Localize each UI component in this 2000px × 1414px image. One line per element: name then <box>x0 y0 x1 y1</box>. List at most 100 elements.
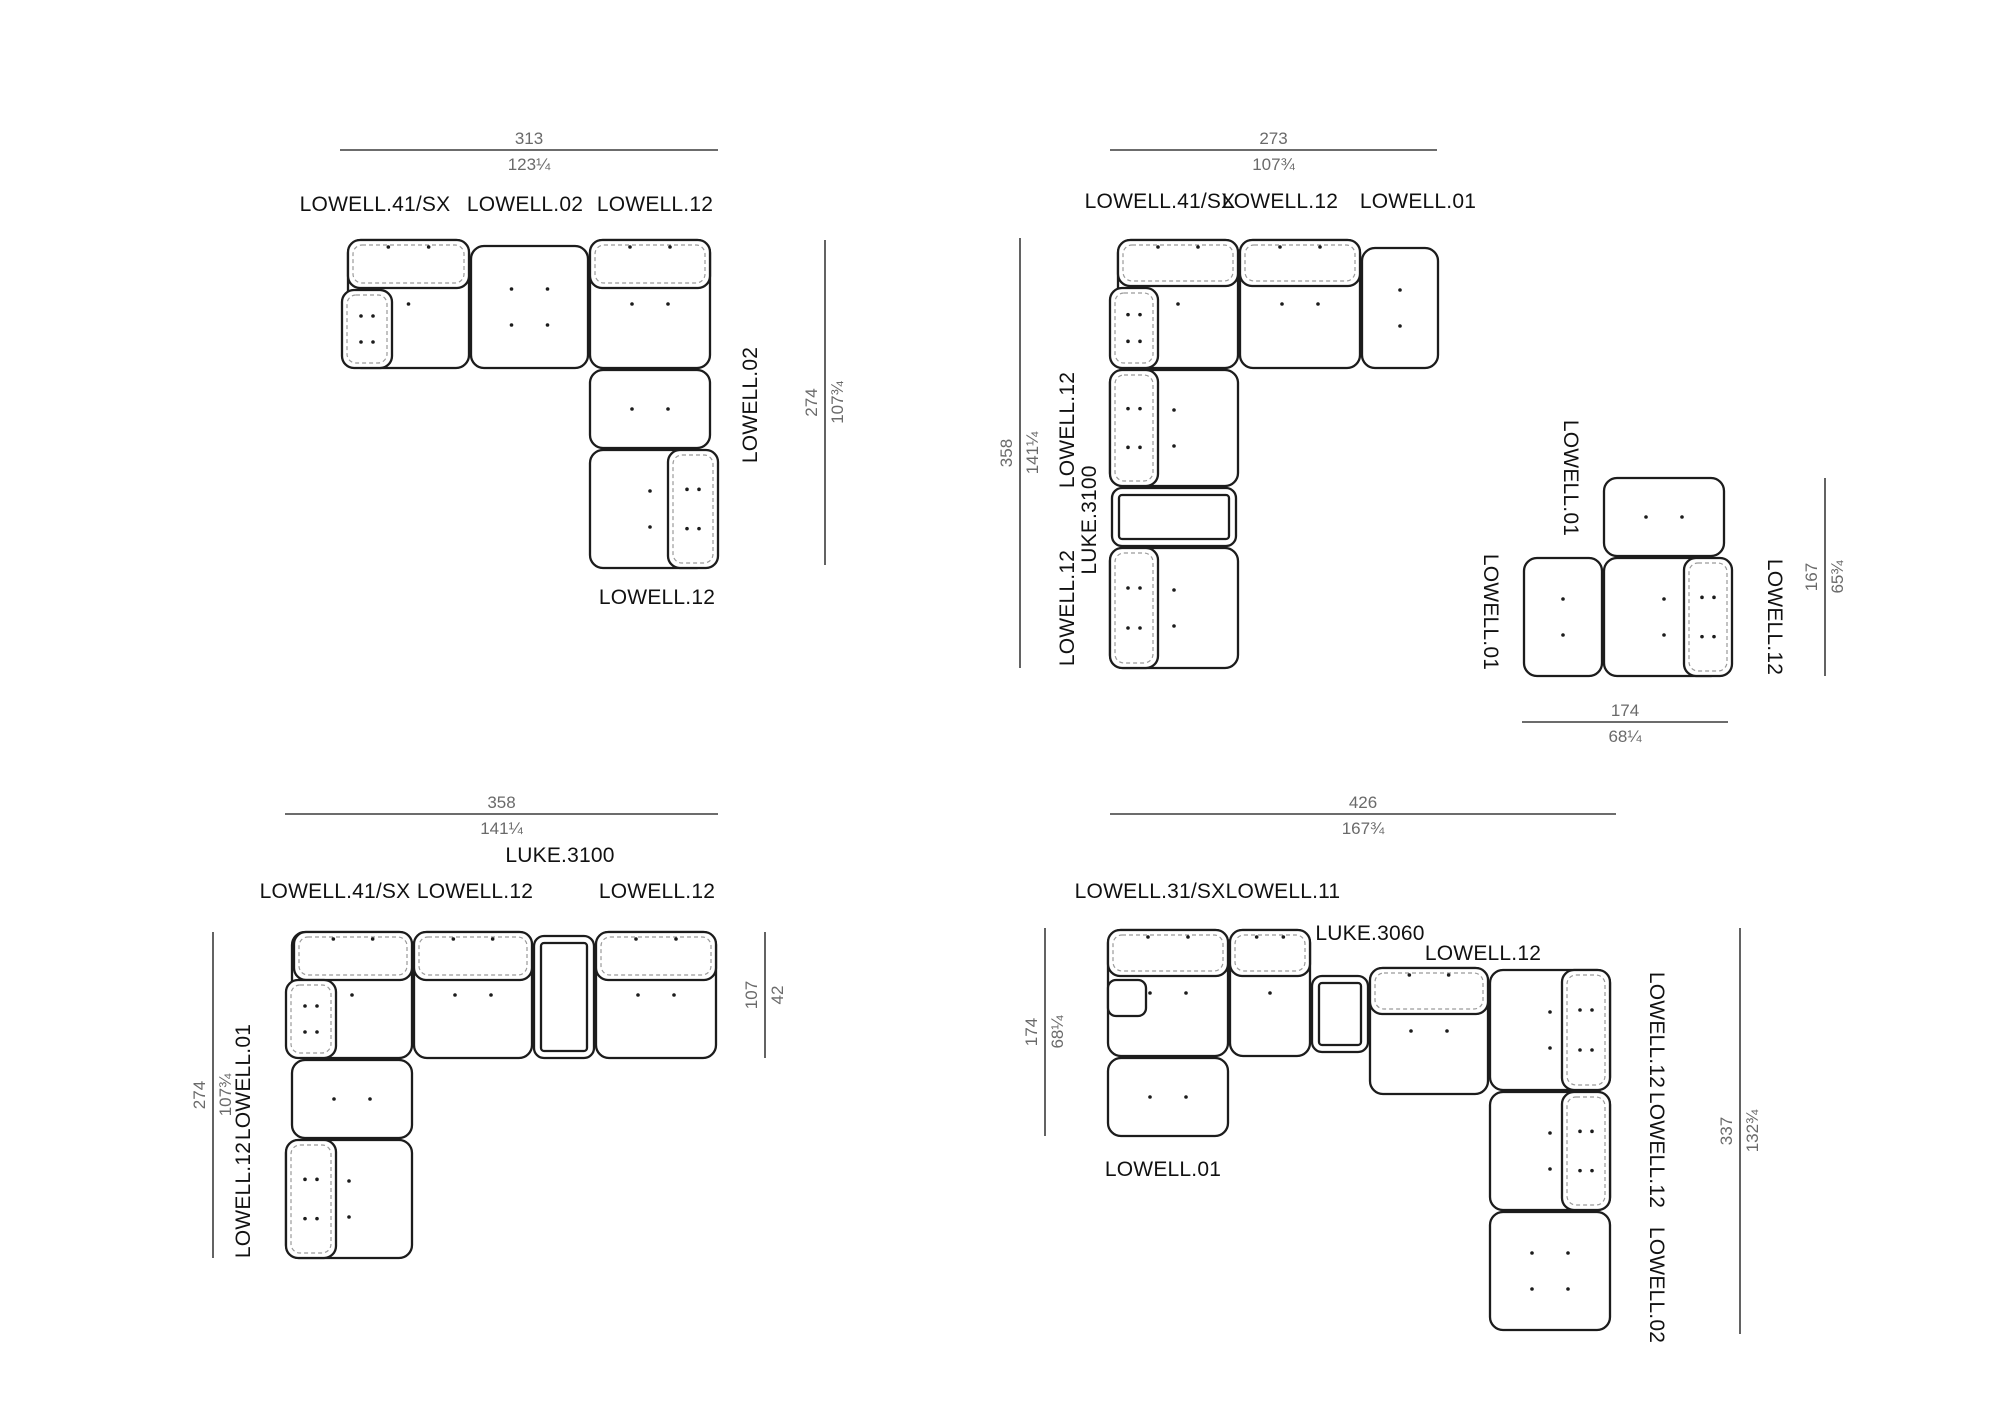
c5-lowell-31sx-button <box>1148 991 1152 995</box>
c2-back-12-top <box>1238 238 1362 288</box>
c1-back-12-bottom-button <box>697 487 701 492</box>
c4-lowell-12-b-button <box>672 993 676 997</box>
c5-label-lowell-02: LOWELL.02 <box>1645 1227 1668 1343</box>
c1-height-dim-cm: 274 <box>802 388 821 416</box>
c4-luke-3100-top <box>539 941 589 1053</box>
c4-arm-41sx-button <box>303 1030 307 1034</box>
c2-lowell-01-button <box>1398 288 1402 292</box>
c2-arm-41sx <box>1108 286 1160 370</box>
c5-back-12-a <box>1368 966 1490 1016</box>
c2-back-12-low-stitch <box>1114 552 1154 664</box>
c5-lowell-12-c-button <box>1548 1131 1552 1135</box>
c2-lowell-12-top-button <box>1280 302 1284 306</box>
c4-lowell-12-a-button <box>489 993 493 997</box>
c5-back-12-c <box>1560 1090 1612 1212</box>
c1-height-dim-in: 107¾ <box>828 380 847 423</box>
c5-back-31sx <box>1106 928 1230 978</box>
c4-width-dim-in: 141¼ <box>480 819 523 838</box>
c2-label-lowell-12-low: LOWELL.12 <box>1056 550 1079 666</box>
c5-back-31sx-stitch <box>1112 934 1224 972</box>
c4-back-41sx <box>292 930 414 982</box>
c4-back-12-c-button <box>303 1177 307 1182</box>
c1-lowell-02-top-button <box>545 323 550 327</box>
c4-back-12-c-button <box>315 1177 319 1182</box>
c3-back-12-button <box>1700 595 1704 600</box>
c2-back-12-top-stitch <box>1244 244 1356 282</box>
c1-lowell-02-top <box>469 244 590 370</box>
c5-height-left-dim-cm: 174 <box>1022 1018 1041 1046</box>
c3-label-lowell-01-left: LOWELL.01 <box>1479 554 1502 670</box>
c3-width-dim-in: 68¼ <box>1608 727 1642 746</box>
c1-back-41sx <box>346 238 471 290</box>
c3-lowell-01-top-button <box>1680 515 1684 519</box>
c5-lowell-11-button <box>1268 991 1272 995</box>
c1-lowell-12-bottom-button <box>648 525 652 529</box>
c3-back-12-button <box>1700 634 1704 639</box>
c1-back-12-top <box>588 238 712 290</box>
c4-back-12-b-button <box>674 937 678 941</box>
c3-lowell-01-top-button <box>1644 515 1648 519</box>
c5-height-right-dim-cm: 337 <box>1717 1117 1736 1145</box>
c1-label-lowell-02-right: LOWELL.02 <box>739 347 762 463</box>
c5-width-dim-in: 167¾ <box>1342 819 1385 838</box>
c2-lowell-12-low-button <box>1172 624 1176 628</box>
c4-label-lowell-12-c: LOWELL.12 <box>232 1142 255 1258</box>
c5-label-lowell-11: LOWELL.11 <box>1226 880 1341 903</box>
c2-back-12-low <box>1108 546 1160 670</box>
c4-back-12-b <box>594 930 718 982</box>
c4-back-12-c-button <box>315 1216 319 1221</box>
c5-label-lowell-31sx: LOWELL.31/SX <box>1075 880 1226 903</box>
c5-lowell-01-button <box>1184 1095 1188 1099</box>
c1-width-dim-cm: 313 <box>515 129 543 148</box>
c4-label-lowell-01: LOWELL.01 <box>232 1024 255 1140</box>
c1-lowell-41sx-button <box>406 302 411 306</box>
c4-depth-dim-cm: 107 <box>742 981 761 1009</box>
c5-label-lowell-12-a: LOWELL.12 <box>1425 942 1541 965</box>
c3-width-dim-cm: 174 <box>1611 701 1639 720</box>
c3-lowell-12-button <box>1662 633 1666 637</box>
c4-label-lowell-12-a: LOWELL.12 <box>417 880 533 903</box>
c1-arm-41sx-button <box>371 314 375 318</box>
c5-back-12-c-button <box>1578 1129 1582 1134</box>
c3-back-12 <box>1682 556 1734 678</box>
c1-back-12-bottom <box>666 448 720 570</box>
c5-back-12-b-button <box>1578 1048 1582 1052</box>
c1-back-12-top-stitch <box>594 244 706 284</box>
c2-lowell-12-mid-button <box>1172 444 1176 448</box>
c4-lowell-01-button <box>332 1097 336 1101</box>
c1-width-dim-in: 123¼ <box>508 155 551 174</box>
c1-back-41sx-button <box>426 245 431 249</box>
c2-back-12-top-button <box>1278 245 1282 249</box>
c2-back-12-mid-stitch <box>1114 374 1154 482</box>
c4-back-12-b-stitch <box>600 936 712 976</box>
c2-lowell-12-top-button <box>1316 302 1320 306</box>
c3-label-lowell-12: LOWELL.12 <box>1763 559 1786 675</box>
c5-lowell-02-button <box>1566 1287 1570 1291</box>
c5-lowell-02-button <box>1530 1251 1534 1255</box>
c2-label-lowell-12: LOWELL.12 <box>1222 190 1338 213</box>
c5-lowell-12-a-button <box>1409 1029 1413 1033</box>
c3-back-12-button <box>1712 634 1716 639</box>
c5-back-12-b-button <box>1590 1008 1594 1012</box>
c1-arm-41sx <box>340 288 394 370</box>
c2-lowell-01 <box>1360 246 1440 370</box>
c5-lowell-12-b-button <box>1548 1010 1552 1014</box>
c1-lowell-12-top-button <box>666 302 670 306</box>
c1-lowell-02-right-button <box>666 407 670 411</box>
c5-lowell-12-b-button <box>1548 1046 1552 1050</box>
c5-lowell-02-button <box>1566 1251 1570 1255</box>
c4-back-41sx-button <box>370 937 375 941</box>
c2-back-12-low-button <box>1126 586 1130 590</box>
c5-lowell-01 <box>1106 1056 1230 1138</box>
c2-height-dim-cm: 358 <box>997 439 1016 467</box>
c3-lowell-01-left-button <box>1561 597 1565 601</box>
c2-lowell-01-button <box>1398 324 1402 328</box>
c4-back-12-c <box>284 1138 338 1260</box>
c5-label-lowell-01: LOWELL.01 <box>1105 1158 1221 1181</box>
c2-back-41sx <box>1116 238 1240 288</box>
c4-lowell-41sx-button <box>350 993 354 997</box>
c1-back-12-bottom-button <box>685 487 689 492</box>
c2-luke-3100-top <box>1117 493 1231 541</box>
c1-lowell-02-right-button <box>630 407 634 411</box>
c1-label-lowell-12-top: LOWELL.12 <box>597 193 713 216</box>
